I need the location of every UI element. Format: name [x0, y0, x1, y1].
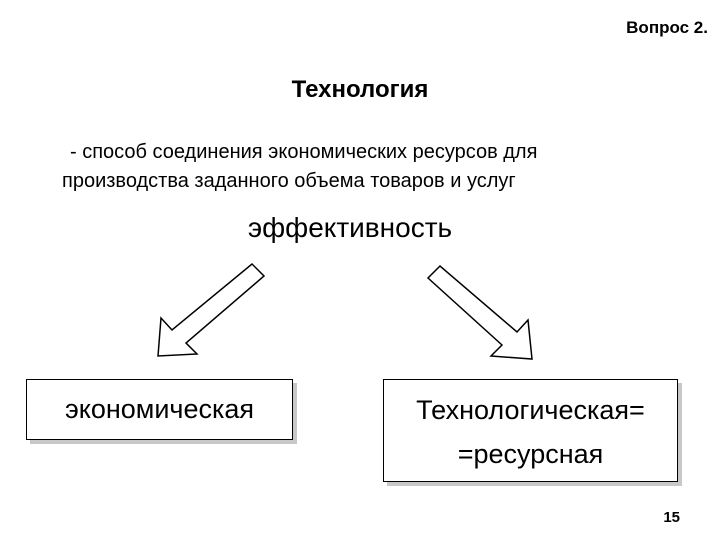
- page-number: 15: [663, 509, 680, 526]
- definition-text: - способ соединения экономических ресурс…: [62, 138, 662, 196]
- technological-efficiency-label-line-2: =ресурсная: [457, 439, 604, 469]
- technological-efficiency-label-line-1: Технологическая=: [416, 395, 645, 425]
- arrow-left-icon: [157, 262, 266, 357]
- definition-line-2: производства заданного объема товаров и …: [62, 170, 516, 192]
- arrow-right-icon: [426, 264, 533, 360]
- slide-title: Технология: [291, 76, 429, 103]
- question-label: Вопрос 2.: [626, 18, 708, 37]
- economic-efficiency-label: экономическая: [64, 394, 255, 424]
- definition-line-1: - способ соединения экономических ресурс…: [70, 141, 538, 163]
- technological-efficiency-box: Технологическая= =ресурсная: [383, 379, 678, 482]
- economic-efficiency-box: экономическая: [26, 379, 293, 440]
- efficiency-term: эффективность: [247, 212, 453, 243]
